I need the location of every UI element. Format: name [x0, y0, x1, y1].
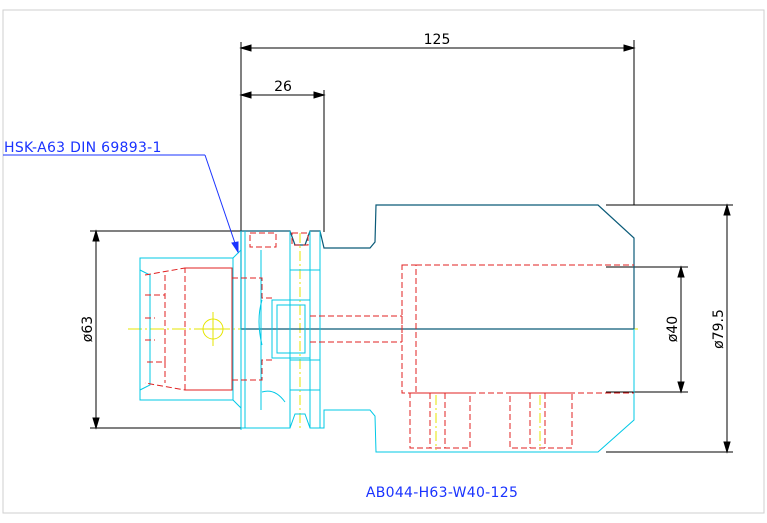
- dimension-body-diameter: [606, 203, 733, 454]
- dimension-bore-diameter: [606, 265, 688, 394]
- part-outline: [240, 204, 635, 330]
- dimension-overall-length: [239, 40, 636, 330]
- leader-label: HSK-A63 DIN 69893-1: [4, 140, 162, 156]
- hidden-lines: [144, 232, 634, 449]
- part-number-label: AB044-H63-W40-125: [366, 485, 518, 501]
- dim-bore-diameter-text: ø40: [665, 316, 681, 342]
- hsk-shank: [139, 231, 635, 453]
- dim-shank-diameter-text: ø63: [80, 316, 96, 342]
- dim-body-diameter-text: ø79.5: [711, 309, 727, 349]
- dimension-flange-length: [239, 90, 326, 232]
- drawing-frame: [2, 9, 765, 514]
- dim-overall-length-text: 125: [424, 32, 451, 48]
- leader-line: [3, 154, 239, 254]
- dim-flange-length-text: 26: [274, 79, 292, 95]
- drive-hole-circle: [202, 318, 224, 340]
